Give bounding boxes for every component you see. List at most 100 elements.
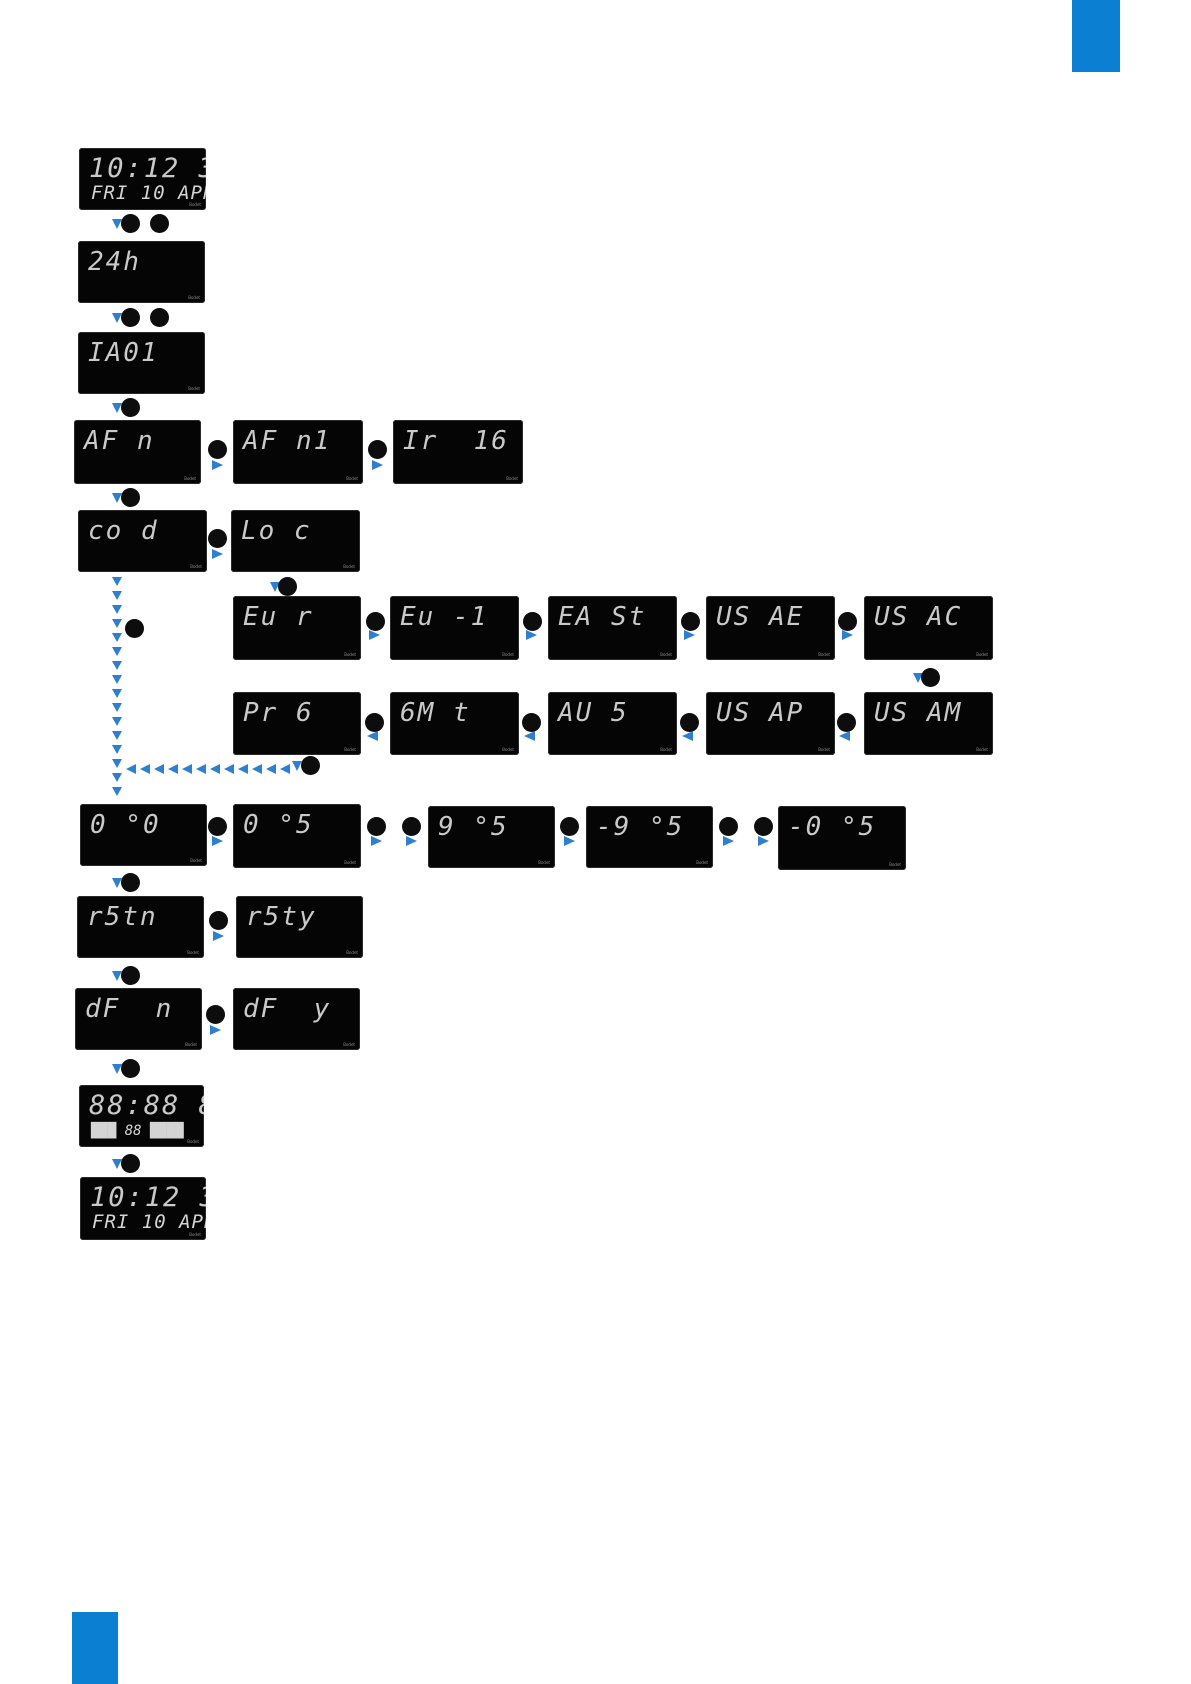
arrow-left xyxy=(367,731,378,741)
display-line-1: dF y xyxy=(243,994,332,1024)
button-press-icon xyxy=(301,756,320,775)
brand-logo: Bodet xyxy=(188,295,200,300)
chevron-down-icon xyxy=(112,759,122,768)
brand-logo: Bodet xyxy=(502,652,514,657)
brand-logo: Bodet xyxy=(538,860,550,865)
chevron-down-icon xyxy=(112,703,122,712)
display-gmt: 6M t Bodet xyxy=(390,692,519,755)
display-line-1: dF n xyxy=(85,994,174,1024)
display-line-1: AF n1 xyxy=(243,426,332,456)
arrow-right xyxy=(369,630,380,640)
chevron-left-icon xyxy=(210,764,220,774)
chevron-down-icon xyxy=(112,647,122,656)
brand-logo: Bodet xyxy=(188,386,200,391)
display-afn: AF n Bodet xyxy=(74,420,201,484)
chevron-left-icon xyxy=(182,764,192,774)
arrow-right xyxy=(758,836,769,846)
brand-logo: Bodet xyxy=(976,652,988,657)
arrow-right xyxy=(723,836,734,846)
display-line-1: 6M t xyxy=(400,698,471,728)
arrow-right xyxy=(406,836,417,846)
brand-logo: Bodet xyxy=(346,950,358,955)
arrow-right xyxy=(526,630,537,640)
display-line-2: FRI 10 APRI_ xyxy=(91,182,206,204)
button-press-icon xyxy=(121,398,140,417)
arrow-right xyxy=(842,630,853,640)
display-line-1: Eu -1 xyxy=(400,602,489,632)
chevron-left-icon xyxy=(140,764,150,774)
chevron-left-icon xyxy=(168,764,178,774)
button-press-icon xyxy=(208,440,227,459)
display-usae: US AE Bodet xyxy=(706,596,835,660)
brand-logo: Bodet xyxy=(344,652,356,657)
display-usac: US AC Bodet xyxy=(864,596,993,660)
display-line-1: Lo c xyxy=(241,516,312,546)
button-press-icon xyxy=(208,529,227,548)
button-press-icon xyxy=(522,713,541,732)
arrow-down xyxy=(112,313,122,323)
display-line-1: Pr 6 xyxy=(243,698,314,728)
brand-logo: Bodet xyxy=(187,1139,199,1144)
display-line-1: 10:12 38 xyxy=(89,153,206,184)
brand-logo: Bodet xyxy=(696,860,708,865)
display-dfn: dF n Bodet xyxy=(75,988,202,1050)
button-press-icon xyxy=(921,668,940,687)
chevron-left-icon xyxy=(252,764,262,774)
brand-logo: Bodet xyxy=(506,476,518,481)
display-segment-test: 88:88 88 ███ 88 ████ Bodet xyxy=(79,1085,204,1147)
brand-logo: Bodet xyxy=(344,747,356,752)
chevron-down-icon xyxy=(112,619,122,628)
display-line-1: r5tn xyxy=(87,902,158,932)
brand-logo: Bodet xyxy=(190,564,202,569)
arrow-left xyxy=(839,731,850,741)
display-loc: Lo c Bodet xyxy=(231,510,360,572)
arrow-down xyxy=(913,673,923,683)
display-offset-minus-9-5: -9 °5 Bodet xyxy=(586,806,713,868)
display-aus: AU 5 Bodet xyxy=(548,692,677,755)
brand-logo: Bodet xyxy=(343,1042,355,1047)
display-eu1: Eu -1 Bodet xyxy=(390,596,519,660)
button-press-icon xyxy=(206,1005,225,1024)
button-press-icon xyxy=(125,619,144,638)
display-line-1: IA01 xyxy=(88,338,159,368)
brand-logo: Bodet xyxy=(189,1232,201,1237)
chevron-down-icon xyxy=(112,605,122,614)
arrow-down xyxy=(112,493,122,503)
button-press-icon xyxy=(365,713,384,732)
display-line-1: AF n xyxy=(84,426,155,456)
display-line-1: AU 5 xyxy=(558,698,629,728)
chevron-left-icon xyxy=(126,764,136,774)
display-offset-0-5: 0 °5 Bodet xyxy=(233,804,361,868)
button-press-icon xyxy=(278,577,297,596)
arrow-down xyxy=(112,971,122,981)
display-line-1: US AE xyxy=(716,602,805,632)
button-press-icon xyxy=(719,817,738,836)
chevron-down-icon xyxy=(112,689,122,698)
brand-logo: Bodet xyxy=(187,950,199,955)
display-east: EA St Bodet xyxy=(548,596,677,660)
arrow-down xyxy=(112,878,122,888)
brand-logo: Bodet xyxy=(818,747,830,752)
chevron-down-icon xyxy=(112,731,122,740)
arrow-right xyxy=(371,836,382,846)
display-line-1: Ir 16 xyxy=(403,426,509,456)
button-press-icon xyxy=(121,308,140,327)
arrow-right xyxy=(372,460,383,470)
display-line-1: 24h xyxy=(88,247,141,277)
brand-logo: Bodet xyxy=(343,564,355,569)
arrow-down xyxy=(112,403,122,413)
button-press-icon xyxy=(121,488,140,507)
display-24h: 24h Bodet xyxy=(78,241,205,303)
display-offset-0-0: 0 °0 Bodet xyxy=(80,804,207,866)
button-press-icon xyxy=(680,713,699,732)
display-line-1: co d xyxy=(88,516,159,546)
chevron-down-icon xyxy=(112,675,122,684)
display-line-1: 0 °5 xyxy=(243,810,314,840)
display-line-1: -9 °5 xyxy=(596,812,685,842)
button-press-icon xyxy=(838,612,857,631)
button-press-icon xyxy=(150,214,169,233)
button-press-icon xyxy=(402,817,421,836)
brand-logo: Bodet xyxy=(184,476,196,481)
button-press-icon xyxy=(209,911,228,930)
chevron-down-icon xyxy=(112,717,122,726)
